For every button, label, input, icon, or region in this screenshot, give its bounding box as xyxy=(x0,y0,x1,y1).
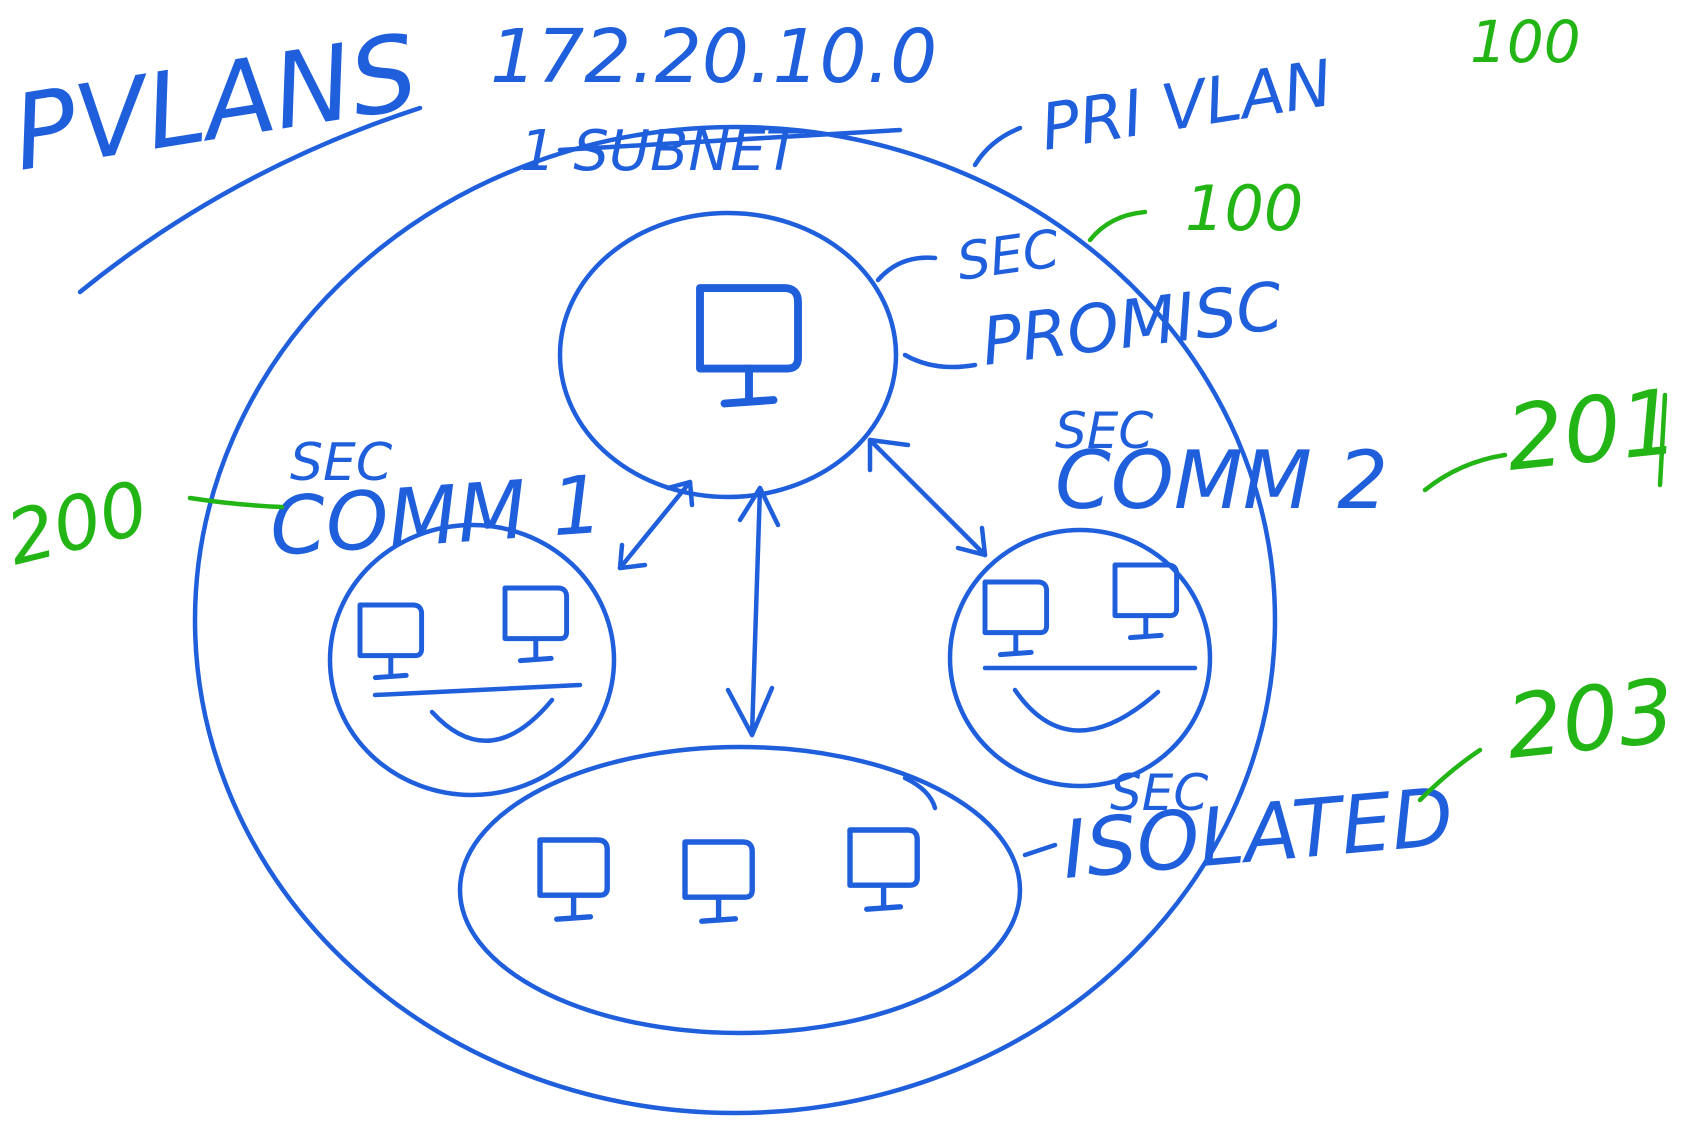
computer-icon xyxy=(700,288,798,404)
computer-icon xyxy=(540,840,607,919)
subnet-strikethrough xyxy=(557,127,903,153)
computer-icon xyxy=(685,842,752,921)
computer-icon xyxy=(1115,565,1177,638)
community1-id-leader xyxy=(187,495,285,510)
promiscuous-id-leader xyxy=(1087,209,1148,243)
computer-icon xyxy=(985,582,1047,655)
primary-vlan-leader xyxy=(972,125,1023,168)
primary-vlan-id: 100 xyxy=(1470,8,1581,76)
isolated-leader xyxy=(1022,842,1058,858)
computer-icon xyxy=(850,830,917,909)
promiscuous-leader-sec xyxy=(875,255,938,283)
community2-name: COMM 2 xyxy=(1055,434,1388,527)
community1-id: 200 xyxy=(0,465,156,583)
isolated-top-hook xyxy=(902,775,938,811)
isolated-id-leader xyxy=(1417,747,1483,803)
community2-link-arc xyxy=(1012,687,1161,733)
primary-vlan-circle xyxy=(192,124,1278,1116)
promiscuous-sec-label: SEC xyxy=(953,219,1063,293)
isolated-ellipse xyxy=(457,744,1023,1036)
community1-link-arc xyxy=(429,697,555,744)
community2-sec-label: SEC xyxy=(1055,402,1153,460)
computer-icon xyxy=(360,605,422,678)
title-text: PVLANS xyxy=(5,11,426,195)
community1-sec-label: SEC xyxy=(290,433,393,493)
community2-id-leader xyxy=(1422,452,1508,493)
arrow-promisc-to-community2 xyxy=(867,437,988,558)
isolated-sec-label: SEC xyxy=(1110,764,1208,822)
community1-bus xyxy=(372,682,583,698)
title-underline xyxy=(77,105,423,295)
promiscuous-leader-type xyxy=(902,352,978,370)
community1-name: COMM 1 xyxy=(267,458,606,574)
isolated-id: 203 xyxy=(1501,659,1679,779)
promiscuous-type-label: PROMISC xyxy=(978,268,1287,381)
subnet-address-text: 172.20.10.0 xyxy=(490,14,937,100)
computer-icon xyxy=(505,588,567,661)
community1-circle xyxy=(327,522,617,798)
promiscuous-id: 100 xyxy=(1185,172,1303,245)
community2-circle xyxy=(947,527,1213,789)
arrow-promisc-to-isolated xyxy=(725,485,781,738)
arrow-promisc-to-community1 xyxy=(617,479,695,571)
primary-vlan-label: PRI VLAN xyxy=(1036,47,1337,166)
community2-id-tail xyxy=(1657,392,1668,488)
promiscuous-circle xyxy=(557,210,899,500)
community2-id: 201 xyxy=(1501,369,1683,491)
